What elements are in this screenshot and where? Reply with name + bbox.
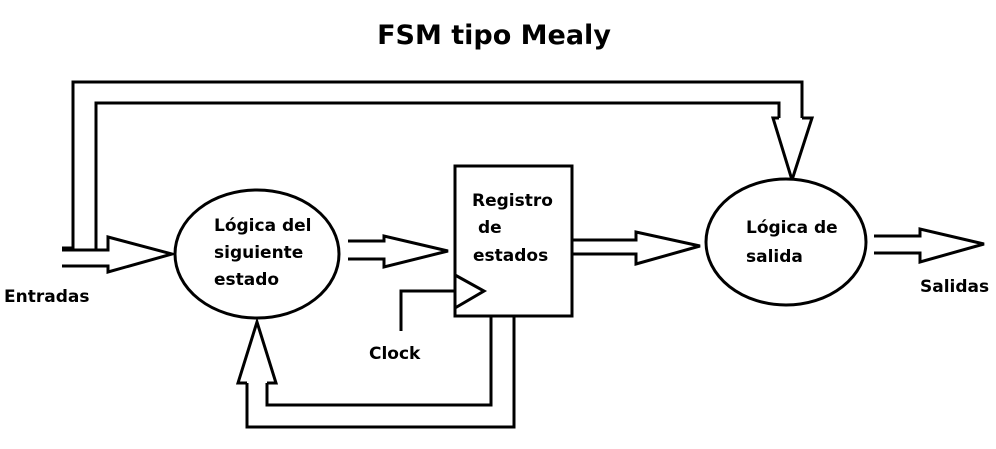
input-bus-inner-line <box>94 101 781 250</box>
state-feedback-inner-line <box>265 316 493 407</box>
state-register-label-line-1: Registro <box>472 191 553 211</box>
state-feedback-arrowhead <box>235 316 279 385</box>
input-arrow <box>62 235 178 274</box>
state-to-output-arrow <box>572 230 701 266</box>
outputs-label: Salidas <box>920 277 989 297</box>
input-bus-outer-line <box>62 80 804 250</box>
state-feedback-outer-line <box>245 316 516 429</box>
state-register-block <box>453 164 574 318</box>
next-state-logic-label-line-3: estado <box>214 270 279 290</box>
output-arrow <box>874 227 985 264</box>
output-logic-label-line-2: salida <box>746 247 803 267</box>
clock-label: Clock <box>369 344 421 364</box>
state-register-label-line-3: estados <box>473 246 548 266</box>
next-state-arrow <box>348 234 449 269</box>
output-logic-label-line-1: Lógica de <box>746 218 838 238</box>
inputs-label: Entradas <box>4 287 89 307</box>
diagram-title: FSM tipo Mealy <box>377 20 611 51</box>
output-logic-block <box>704 177 868 307</box>
state-register-label-line-2: de <box>478 218 502 238</box>
next-state-logic-label-line-2: siguiente <box>214 243 303 263</box>
clock-line <box>399 289 455 331</box>
input-to-output-logic-arrowhead <box>770 116 815 185</box>
clock-input-triangle <box>454 273 488 310</box>
next-state-logic-label-line-1: Lógica del <box>214 216 312 236</box>
